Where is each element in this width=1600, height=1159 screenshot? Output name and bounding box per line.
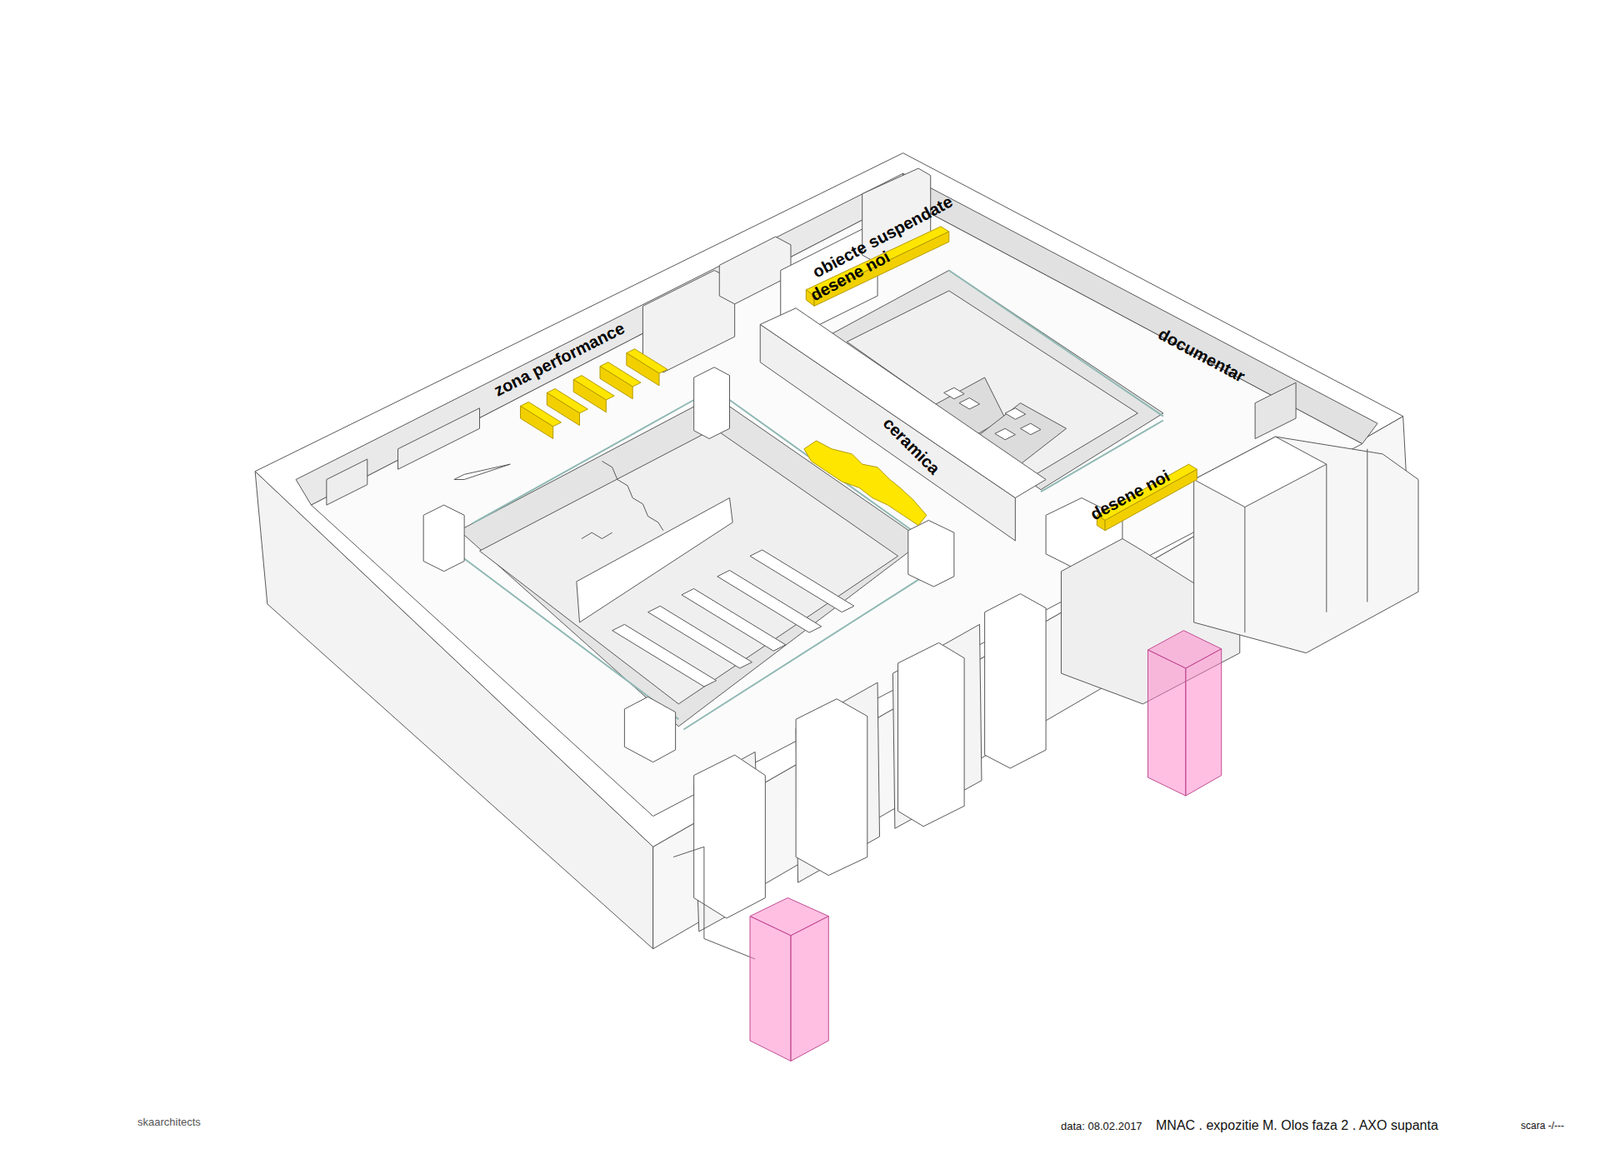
building-drawing bbox=[454, 464, 510, 480]
building-drawing bbox=[760, 308, 1046, 499]
building-drawing bbox=[573, 380, 606, 413]
building-drawing bbox=[959, 398, 980, 410]
building-drawing bbox=[1185, 649, 1222, 796]
building-drawing bbox=[750, 916, 791, 1062]
building-drawing bbox=[423, 505, 465, 572]
building-drawing bbox=[472, 400, 695, 524]
building-drawing bbox=[995, 428, 1015, 440]
building-drawing bbox=[601, 460, 663, 530]
building-drawing bbox=[795, 682, 880, 883]
building-drawing bbox=[398, 408, 480, 470]
building-drawing bbox=[520, 405, 553, 439]
building-drawing bbox=[626, 353, 660, 386]
drawing-scale: scara -/--- bbox=[1520, 1120, 1565, 1132]
building-drawing bbox=[949, 270, 1164, 416]
building-drawing bbox=[1005, 408, 1025, 420]
building-drawing bbox=[255, 153, 1419, 960]
building-drawing bbox=[1325, 464, 1327, 613]
building-drawing bbox=[454, 550, 679, 720]
building-drawing bbox=[624, 696, 675, 762]
drawing-date: data: 08.02.2017 bbox=[1060, 1120, 1143, 1133]
building-drawing bbox=[1244, 507, 1245, 634]
building-drawing bbox=[1194, 436, 1419, 654]
building-drawing bbox=[892, 624, 982, 829]
building-drawing bbox=[520, 226, 1197, 531]
building-drawing bbox=[750, 550, 855, 613]
building-drawing bbox=[581, 532, 613, 539]
building-drawing bbox=[546, 392, 580, 425]
building-drawing bbox=[1194, 436, 1327, 507]
building-drawing bbox=[459, 395, 924, 727]
building-drawing bbox=[1255, 382, 1296, 439]
building-drawing bbox=[985, 594, 1046, 769]
building-drawing bbox=[600, 366, 633, 400]
building-drawing bbox=[944, 387, 965, 399]
building-drawing bbox=[790, 916, 829, 1062]
building-drawing bbox=[908, 520, 955, 587]
building-drawing bbox=[795, 699, 868, 876]
building-drawing bbox=[673, 846, 755, 960]
building-drawing bbox=[719, 236, 791, 305]
building-drawing bbox=[694, 755, 766, 919]
building-drawing bbox=[683, 576, 924, 730]
building-drawing bbox=[1020, 423, 1040, 435]
building-drawing bbox=[1366, 449, 1368, 603]
building-drawing bbox=[326, 459, 368, 505]
drawing-title: MNAC . expozitie M. Olos faza 2 . AXO su… bbox=[1155, 1118, 1439, 1134]
building-drawing bbox=[694, 367, 730, 440]
building-drawing bbox=[1148, 650, 1186, 796]
building-drawing bbox=[898, 642, 965, 826]
firm-name: skaarchitects bbox=[137, 1116, 201, 1129]
building-drawing bbox=[750, 630, 1222, 1062]
building-drawing bbox=[454, 400, 924, 730]
